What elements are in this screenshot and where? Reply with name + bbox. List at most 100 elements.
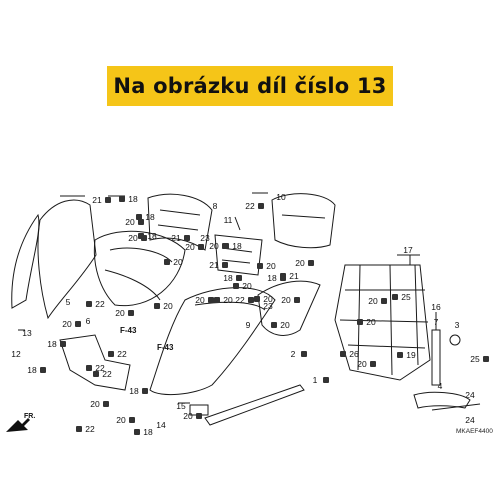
part-24-rod [431, 403, 481, 411]
fastener-glyphs [40, 196, 489, 435]
fastener-icon [483, 356, 489, 362]
callout-14: 14 [156, 420, 166, 430]
callout-16: 16 [431, 302, 441, 312]
callout-7: 7 [434, 317, 439, 327]
fastener-icon [138, 219, 144, 225]
callout-23: 23 [200, 233, 210, 243]
callout-6: 6 [86, 316, 91, 326]
callout-9: 9 [246, 320, 251, 330]
catalog-code: MKAEF4400 [456, 428, 493, 435]
callout-24: 24 [465, 415, 475, 425]
callout-20: 20 [62, 319, 72, 329]
part-15-piece [189, 404, 209, 416]
callout-22: 22 [245, 201, 255, 211]
callout-11: 11 [224, 215, 233, 225]
callout-20: 20 [366, 317, 376, 327]
callout-18: 18 [147, 231, 157, 241]
fastener-icon [397, 352, 403, 358]
fastener-icon [93, 371, 99, 377]
callout-17: 17 [403, 245, 413, 255]
callout-13: 13 [22, 328, 32, 338]
front-shield [93, 230, 186, 307]
left-side-cover [37, 199, 97, 320]
fastener-icon [129, 417, 135, 423]
part-8-bracket [147, 193, 213, 251]
callout-22: 22 [117, 349, 127, 359]
part-3-clip [449, 334, 461, 346]
frame-assembly [334, 264, 431, 381]
fastener-icon [196, 413, 202, 419]
fastener-icon [105, 197, 111, 203]
fastener-icon [198, 244, 204, 250]
ref-code-f43-b: F-43 [157, 343, 174, 352]
fastener-icon [138, 233, 144, 239]
fastener-icon [233, 283, 239, 289]
fastener-icon [136, 214, 142, 220]
callout-24: 24 [465, 390, 475, 400]
fastener-icon [86, 301, 92, 307]
callout-5: 5 [66, 297, 71, 307]
fastener-icon [103, 401, 109, 407]
fastener-icon [280, 273, 286, 279]
callout-22: 22 [85, 424, 95, 434]
fastener-icon [76, 426, 82, 432]
callout-15: 15 [176, 401, 186, 411]
fastener-icon [357, 319, 363, 325]
callout-20: 20 [195, 295, 205, 305]
fastener-icon [60, 341, 66, 347]
banner-text: Na obrázku díl číslo 13 [113, 74, 387, 98]
callout-20: 20 [128, 233, 138, 243]
fastener-icon [128, 310, 134, 316]
callout-20: 20 [242, 281, 252, 291]
callout-20: 20 [263, 294, 273, 304]
fastener-icon [257, 263, 263, 269]
callout-20: 20 [280, 320, 290, 330]
callout-20: 20 [368, 296, 378, 306]
part-7-pipe [431, 329, 441, 386]
callout-8: 8 [213, 201, 218, 211]
fastener-icon [214, 297, 220, 303]
callout-12: 12 [11, 349, 21, 359]
fastener-icon [340, 351, 346, 357]
callout-1: 1 [313, 375, 318, 385]
callout-18: 18 [143, 427, 153, 437]
part-number-banner: Na obrázku díl číslo 13 [107, 66, 393, 106]
callout-26: 26 [349, 349, 359, 359]
callout-18: 18 [27, 365, 37, 375]
fr-label: FR. [24, 413, 35, 420]
callout-18: 18 [129, 386, 139, 396]
callout-20: 20 [209, 241, 219, 251]
callout-22: 22 [235, 295, 245, 305]
callout-20: 20 [266, 261, 276, 271]
part-23-side [257, 280, 321, 336]
fastener-icon [248, 297, 254, 303]
callout-4: 4 [438, 381, 443, 391]
fastener-icon [222, 262, 228, 268]
callout-21: 21 [289, 271, 299, 281]
callout-21: 21 [92, 195, 102, 205]
callout-20: 20 [163, 301, 173, 311]
callout-20: 20 [183, 411, 193, 421]
fastener-icon [370, 361, 376, 367]
callout-10: 10 [276, 192, 286, 202]
callout-20: 20 [295, 258, 305, 268]
callout-21: 21 [209, 260, 219, 270]
fastener-icon [323, 377, 329, 383]
fastener-icon [254, 296, 260, 302]
fastener-icon [392, 294, 398, 300]
fastener-icon [108, 351, 114, 357]
fastener-icon [134, 429, 140, 435]
callout-20: 20 [90, 399, 100, 409]
fastener-icon [184, 235, 190, 241]
fastener-icon [40, 367, 46, 373]
callout-20: 20 [115, 308, 125, 318]
fastener-icon [294, 297, 300, 303]
callout-22: 22 [95, 299, 105, 309]
callout-25: 25 [470, 354, 480, 364]
callout-23: 23 [263, 301, 273, 311]
callout-20: 20 [281, 295, 291, 305]
callout-20: 20 [223, 295, 233, 305]
callout-25: 25 [401, 292, 411, 302]
direction-arrow: FR. [6, 413, 35, 432]
